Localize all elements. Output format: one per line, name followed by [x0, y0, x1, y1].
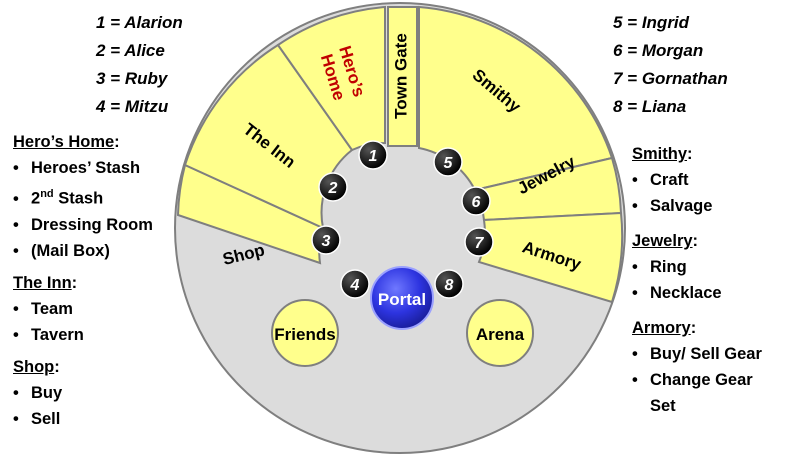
badge-4 — [340, 269, 370, 299]
player-4-entry: 4 = Mitzu — [96, 97, 169, 116]
legend-smithy-item: Salvage — [632, 193, 762, 219]
arena-button[interactable] — [466, 299, 534, 367]
badge-2 — [318, 172, 348, 202]
badge-6-label: 6 — [472, 194, 481, 211]
legend-inn-item: Team — [13, 296, 153, 322]
badge-7-label: 7 — [475, 235, 485, 252]
legend-armory-item: Buy/ Sell Gear — [632, 341, 762, 367]
badge-1 — [358, 140, 388, 170]
legend-left: Hero’s Home: Heroes’ Stash •2nd Stash Dr… — [13, 129, 153, 432]
town-gate-sector[interactable] — [387, 6, 418, 147]
legend-smithy-title: Smithy — [632, 145, 688, 163]
legend-shop-item: Sell — [13, 406, 153, 432]
legend-shop-item: Buy — [13, 380, 153, 406]
badge-6 — [461, 186, 491, 216]
player-3-entry: 3 = Ruby — [96, 69, 168, 88]
players-left-list: 1 = Alarion 2 = Alice 3 = Ruby 4 = Mitzu — [96, 9, 183, 121]
friends-button[interactable] — [271, 299, 339, 367]
player-5-entry: 5 = Ingrid — [613, 13, 690, 32]
portal-label: Portal — [378, 290, 426, 309]
players-right-list: 5 = Ingrid 6 = Morgan 7 = Gornathan 8 = … — [613, 9, 728, 121]
badge-1-label: 1 — [369, 148, 378, 165]
badge-8 — [434, 269, 464, 299]
player-6-entry: 6 = Morgan — [613, 41, 704, 60]
player-2-entry: 2 = Alice — [96, 41, 165, 60]
badge-8-label: 8 — [445, 277, 454, 294]
legend-home-item: (Mail Box) — [13, 238, 153, 264]
legend-armory-item: Change Gear — [632, 367, 762, 393]
legend-home-item: Heroes’ Stash — [13, 155, 153, 181]
badge-4-label: 4 — [350, 277, 360, 294]
legend-inn-title: The Inn — [13, 273, 72, 292]
legend-smithy-item: Craft — [632, 167, 762, 193]
legend-right: Smithy: Craft Salvage Jewelry: Ring Neck… — [632, 141, 762, 419]
player-7-entry: 7 = Gornathan — [613, 69, 728, 88]
arena-label: Arena — [476, 325, 525, 344]
friends-label: Friends — [274, 325, 335, 344]
badge-2-label: 2 — [328, 180, 338, 197]
legend-home-title: Hero’s Home — [13, 133, 115, 151]
badge-3 — [311, 225, 341, 255]
player-badges: 1 2 3 4 5 6 7 8 — [311, 140, 494, 299]
badge-3-label: 3 — [322, 233, 331, 250]
badge-5 — [433, 147, 463, 177]
player-1-entry: 1 = Alarion — [96, 13, 183, 32]
legend-jewelry-title: Jewelry — [632, 232, 693, 250]
legend-armory-item-cont: Set — [650, 397, 676, 415]
portal-button[interactable] — [370, 266, 434, 330]
legend-home-item: Dressing Room — [13, 212, 153, 238]
town-gate-label: Town Gate — [391, 33, 410, 119]
legend-shop-title: Shop — [13, 357, 55, 376]
badge-7 — [464, 227, 494, 257]
player-8-entry: 8 = Liana — [613, 97, 687, 116]
legend-jewelry-item: Ring — [632, 254, 762, 280]
legend-armory-title: Armory — [632, 319, 691, 337]
legend-home-item: •2nd Stash — [13, 188, 104, 208]
legend-jewelry-item: Necklace — [632, 280, 762, 306]
legend-inn-item: Tavern — [13, 322, 153, 348]
badge-5-label: 5 — [444, 155, 454, 172]
